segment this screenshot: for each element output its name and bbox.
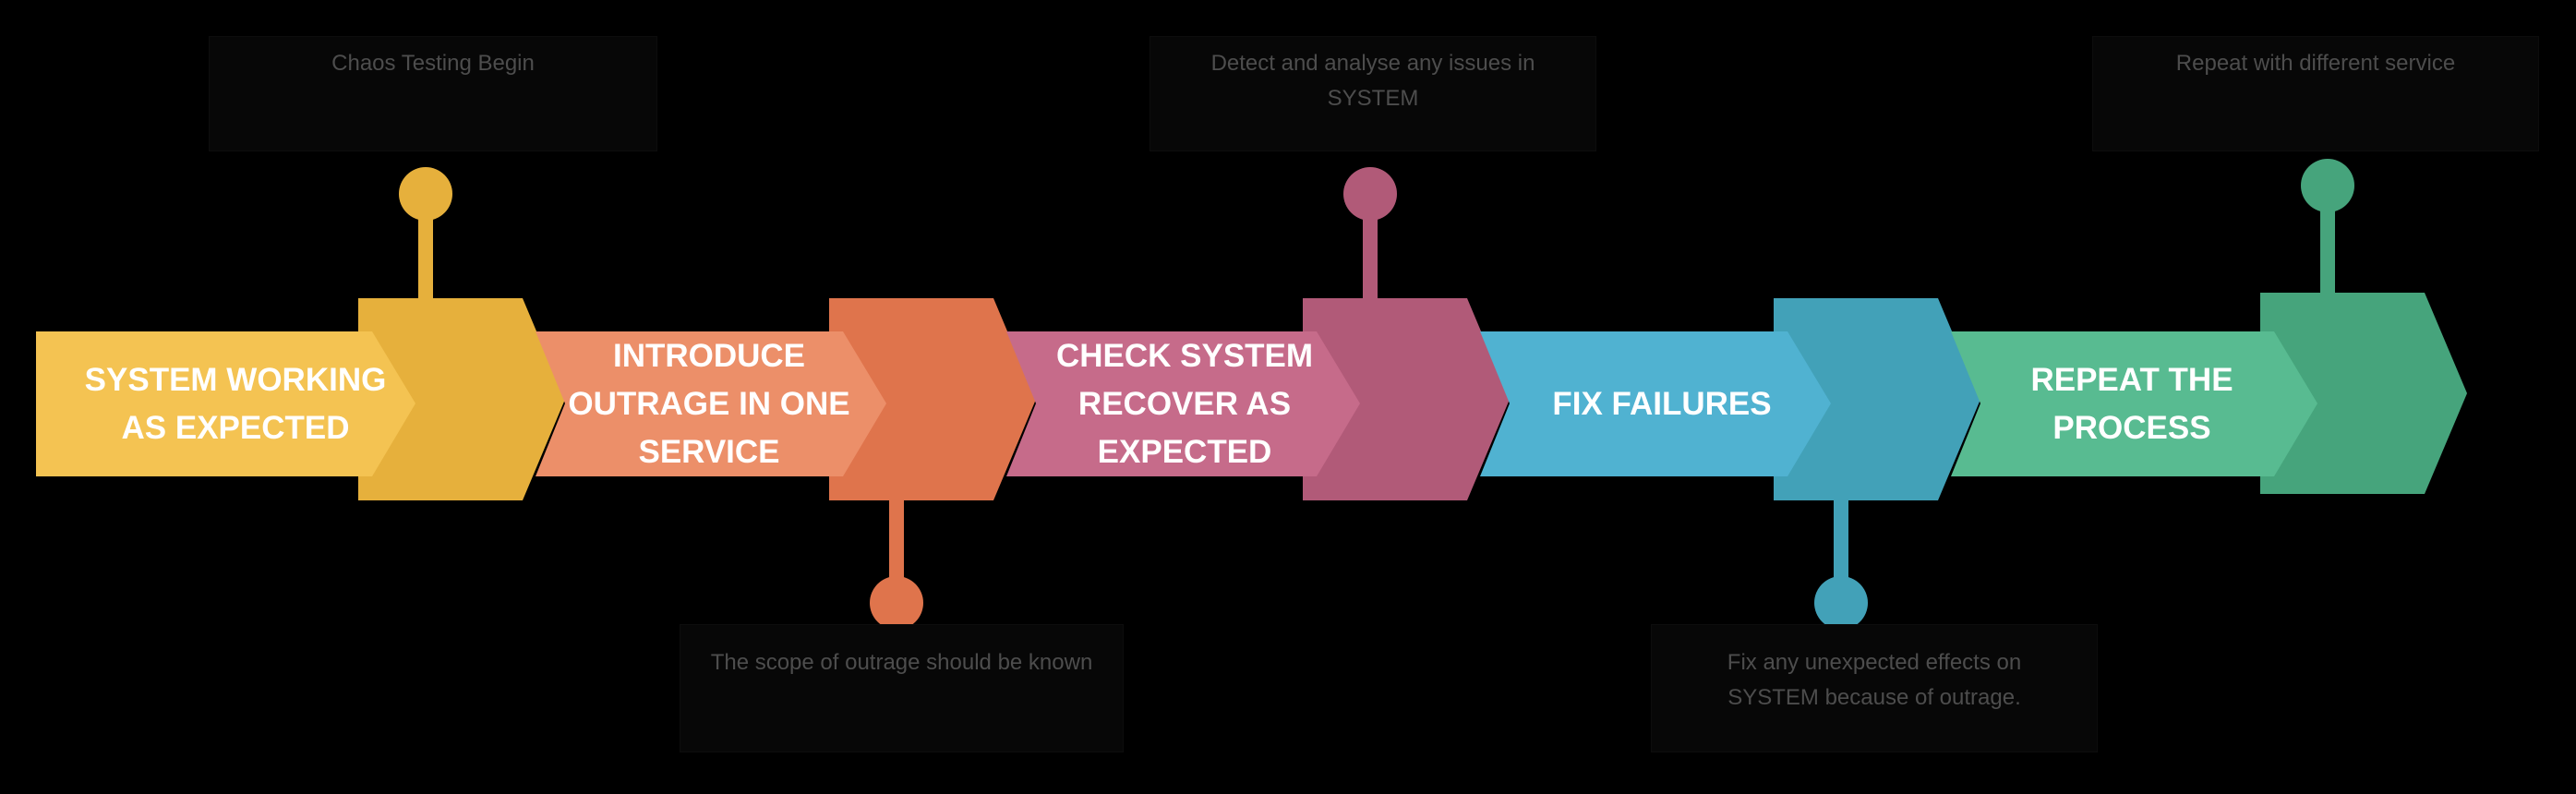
note-detect-and-analyse: Detect and analyse any issues in SYSTEM [1150,36,1596,151]
chevron-block [2260,293,2467,494]
note-scope-of-outrage: The scope of outrage should be known [680,624,1124,752]
chevron-block [829,298,1036,500]
chevron-block [1774,298,1980,500]
note-chaos-testing-begin: Chaos Testing Begin [209,36,657,151]
note-fix-unexpected-effects: Fix any unexpected effects on SYSTEM bec… [1651,624,2098,752]
chevron-block [358,298,565,500]
connector-dot [399,167,452,221]
step-label: REPEAT THE [2030,362,2233,398]
step-label: CHECK SYSTEM [1056,338,1313,374]
connector-dot [870,576,923,630]
step-label: PROCESS [2052,410,2210,446]
chevron-block [1303,298,1510,500]
arrow-band [1006,331,1360,476]
step-label: SYSTEM WORKING [85,362,387,398]
arrow-band [1951,331,2317,476]
step-label: INTRODUCE [613,338,805,374]
connector-dot [1343,167,1397,221]
step-label: FIX FAILURES [1552,386,1771,422]
arrow-band [536,331,886,476]
step-label: OUTRAGE IN ONE [568,386,849,422]
step-label: AS EXPECTED [122,410,350,446]
arrow-band [36,331,415,476]
note-repeat-with-different-service: Repeat with different service [2092,36,2539,151]
step-label: EXPECTED [1098,434,1272,470]
arrow-band [1480,331,1831,476]
connector-stem [2320,186,2335,298]
connector-dot [1814,576,1868,630]
connector-dot [2301,159,2354,212]
step-label: SERVICE [638,434,779,470]
step-label: RECOVER AS [1078,386,1291,422]
